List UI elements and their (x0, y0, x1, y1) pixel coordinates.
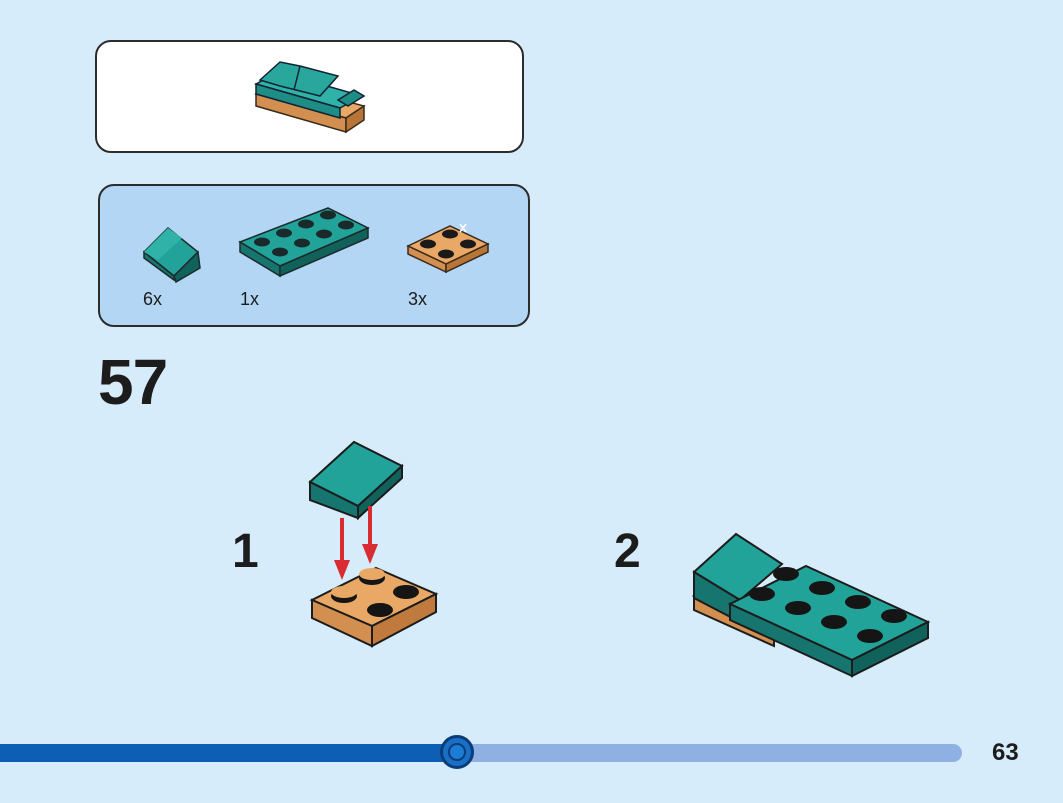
sofa-assembly-icon (254, 61, 366, 134)
substep-2-number: 2 (614, 525, 641, 578)
part-qty-plate-2x2: 3x (408, 289, 428, 309)
teal-2x4-plate-icon (238, 207, 370, 278)
progress-fill (0, 744, 457, 762)
part-qty-slope: 6x (143, 289, 163, 309)
page-number: 63 (992, 739, 1019, 766)
slope-onto-tan-plate-icon (308, 440, 439, 648)
tan-2x2-plate-icon (406, 223, 490, 274)
substep-1-number: 1 (232, 525, 259, 578)
progress-knob (440, 735, 474, 769)
teal-slope-brick-icon (142, 226, 201, 284)
slope-with-plate-icon (691, 532, 931, 678)
step-number: 57 (98, 346, 168, 418)
part-qty-plate-2x4: 1x (240, 289, 260, 309)
